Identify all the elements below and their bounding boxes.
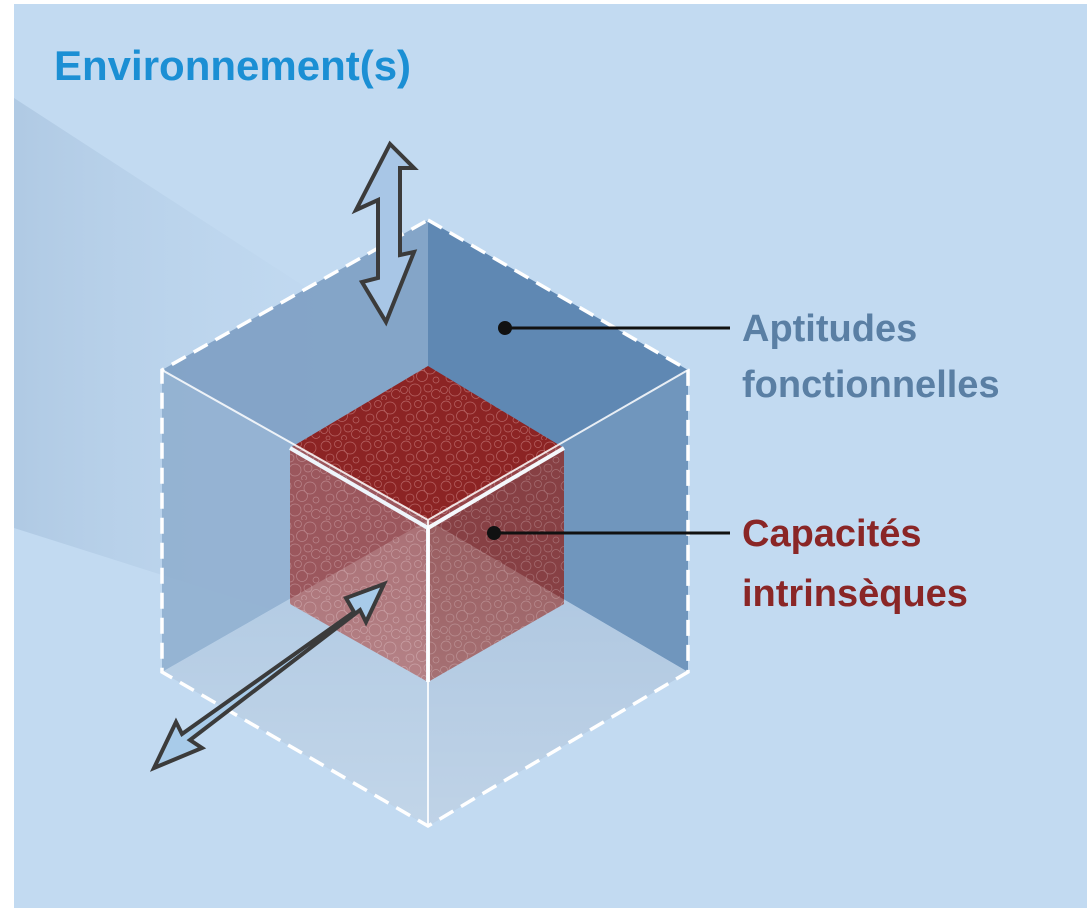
inner-label-line1: Capacités (742, 513, 922, 555)
outer-cube-inner-edges (161, 369, 689, 826)
vertical-double-arrow-icon (351, 140, 419, 327)
outer-label-line1: Aptitudes (742, 308, 917, 350)
outer-cube-front (160, 217, 690, 829)
outer-label-line2: fonctionnelles (742, 364, 1000, 406)
outer-cube-dashed-outline (160, 217, 690, 829)
diagonal-double-arrow-icon (149, 580, 388, 772)
inner-label-line2: intrinsèques (742, 573, 968, 615)
diagram-title: Environnement(s) (54, 42, 411, 89)
outer-label-leader (498, 321, 730, 335)
inner-label-leader (487, 526, 730, 540)
